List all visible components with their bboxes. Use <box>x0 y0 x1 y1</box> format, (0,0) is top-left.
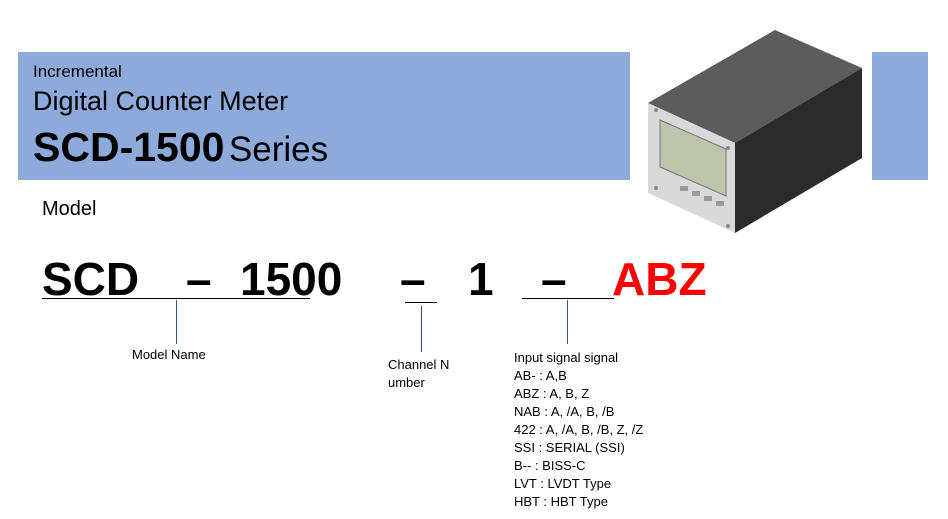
input-option: B-- : BISS-C <box>514 458 586 473</box>
product-series-title: SCD-1500 Series <box>33 124 328 171</box>
channel-underline <box>405 302 437 303</box>
input-signal-underline <box>522 298 614 299</box>
channel-number-label: Channel N umber <box>388 356 449 392</box>
code-input-signal: ABZ <box>612 253 707 305</box>
series-name: SCD-1500 <box>33 124 225 170</box>
channel-label-line-1: Channel N <box>388 357 450 372</box>
input-signal-connector <box>567 300 568 344</box>
series-word: Series <box>228 130 329 169</box>
subtitle-product-type: Digital Counter Meter <box>33 86 289 116</box>
model-heading: Model <box>42 198 97 220</box>
model-name-label: Model Name <box>132 347 206 362</box>
code-separator-1: – <box>186 253 212 305</box>
input-signal-title: Input signal signal <box>514 350 619 365</box>
input-option: LVT : LVDT Type <box>514 476 612 491</box>
code-separator-3: – <box>541 253 567 305</box>
channel-label-line-2: umber <box>388 375 425 390</box>
model-name-underline <box>42 298 310 299</box>
code-model-name: SCD <box>42 253 140 305</box>
title-banner <box>18 52 630 180</box>
right-banner-strip <box>872 52 928 180</box>
model-name-connector <box>176 300 177 344</box>
input-option: 422 : A, /A, B, /B, Z, /Z <box>514 422 644 437</box>
input-option: HBT : HBT Type <box>514 494 608 509</box>
channel-connector <box>421 306 422 352</box>
subtitle-incremental: Incremental <box>33 62 122 81</box>
code-series-number: 1500 <box>240 253 343 305</box>
input-option: SSI : SERIAL (SSI) <box>514 440 625 455</box>
code-channel-number: 1 <box>468 253 494 305</box>
input-option: ABZ : A, B, Z <box>514 386 590 401</box>
input-option: AB- : A,B <box>514 368 567 383</box>
device-illustration <box>648 30 862 233</box>
input-signal-legend: Input signal signal AB- : A,B ABZ : A, B… <box>514 349 643 511</box>
code-separator-2: – <box>400 253 426 305</box>
input-option: NAB : A, /A, B, /B <box>514 404 615 419</box>
